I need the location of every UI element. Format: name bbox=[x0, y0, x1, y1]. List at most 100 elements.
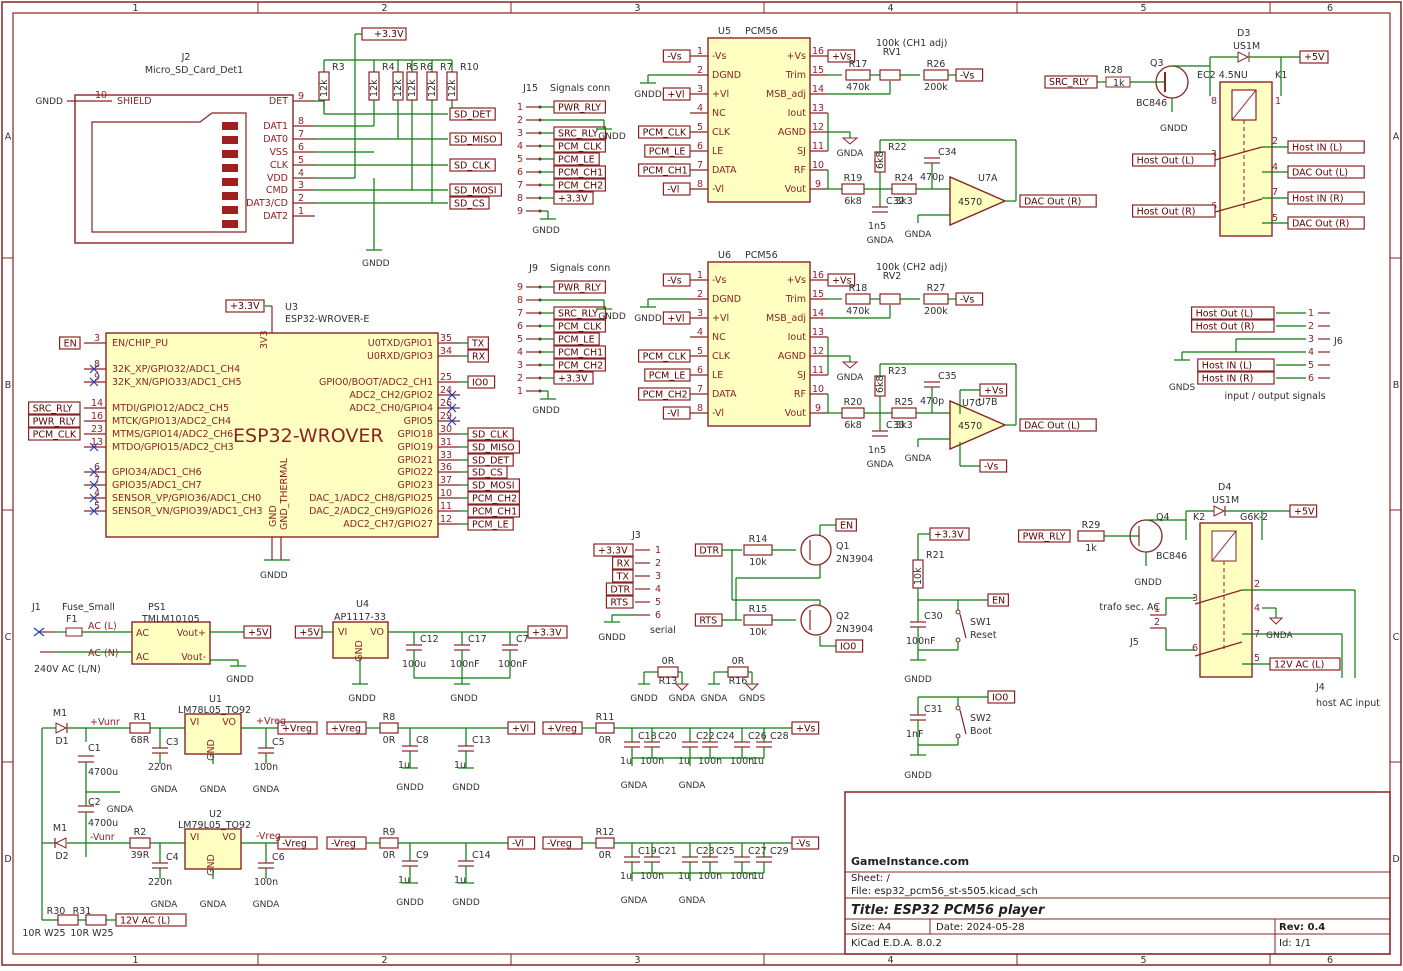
j3-label-4-flag bbox=[605, 595, 634, 609]
dac1-body bbox=[707, 37, 811, 203]
col-label-top: 4 bbox=[887, 3, 893, 14]
dac1-right-name: SJ bbox=[797, 146, 806, 157]
supply-filters: +VregR80R+VlC81uGNDDC131uGNDD-VregR90R-V… bbox=[326, 712, 820, 908]
dac1-right-num: 9 bbox=[815, 179, 821, 190]
dac2-r22-value: 6k8 bbox=[875, 375, 886, 393]
ar-en: EN bbox=[840, 521, 853, 532]
boot-sw-val: Boot bbox=[970, 726, 992, 737]
c2-val: 4700u bbox=[88, 818, 118, 829]
dac2-right-num: 12 bbox=[812, 346, 824, 357]
j3-pin-num: 3 bbox=[655, 571, 661, 582]
reg_neg-cin-value: 220n bbox=[148, 877, 172, 888]
dac1-agnd2: GNDA bbox=[867, 236, 894, 246]
esp32-value: ESP32-WROVER-E bbox=[285, 314, 369, 325]
dac2-agnd2: GNDA bbox=[867, 460, 894, 470]
k1-pin-5: 5 bbox=[1272, 213, 1278, 224]
j9-ref: J9 bbox=[528, 263, 538, 274]
j6-ref: J6 bbox=[1333, 336, 1343, 347]
sd-gnd-bottom: GNDD bbox=[362, 259, 390, 269]
dac1-left-label-2-flag bbox=[662, 87, 691, 101]
dac1-left-name: CLK bbox=[712, 127, 731, 138]
esp-left-pin-name: GPIO35/ADC1_CH7 bbox=[112, 480, 202, 491]
esp-left-pin-num: 16 bbox=[91, 411, 103, 422]
dac2-rout-body bbox=[923, 293, 949, 305]
esp-right-pin-num: 30 bbox=[440, 424, 452, 435]
ldo-gnd2: GNDD bbox=[348, 694, 376, 704]
j9-label-5: PCM_CH1 bbox=[558, 348, 603, 359]
row-label-left: A bbox=[5, 132, 12, 143]
dac2-right-num: 9 bbox=[815, 403, 821, 414]
filt_nvl-gnd1: GNDD bbox=[452, 898, 480, 908]
dac2-left-label-5-flag bbox=[644, 368, 691, 382]
filt_vl-out-flag bbox=[507, 721, 536, 735]
dac2-left-label-7-flag bbox=[662, 406, 691, 420]
dac1-rtrim-value: 470k bbox=[846, 82, 870, 93]
dac2-dgnd: GNDD bbox=[634, 314, 662, 324]
sheet-title: Title: ESP32 PCM56 player bbox=[851, 903, 1046, 918]
esp-right-pin-num: 31 bbox=[440, 437, 452, 448]
esp-left-pin-num: 4 bbox=[94, 488, 100, 499]
dac1-left-label-5: PCM_LE bbox=[649, 147, 686, 158]
diode-d4-ref: D4 bbox=[1218, 482, 1231, 493]
esp-right-pin-num: 37 bbox=[440, 475, 452, 486]
esp-left-pin-num: 5 bbox=[94, 501, 100, 512]
filt_nvl-out: -Vl bbox=[512, 839, 524, 850]
diode-d4-body bbox=[1213, 505, 1226, 517]
dac1-right-name: Iout bbox=[788, 108, 807, 119]
j3-label-3: DTR bbox=[610, 585, 630, 596]
j15-title: Signals conn bbox=[550, 83, 610, 94]
esp-left-pin-num: 3 bbox=[94, 333, 100, 344]
j5-pin1: 1 bbox=[1154, 604, 1160, 615]
relay-k2-contact1 bbox=[1194, 589, 1243, 605]
psu-in1: AC bbox=[136, 628, 149, 639]
dac2-left-label-0-flag bbox=[662, 273, 691, 287]
gndlink-b-1: GNDS bbox=[739, 694, 766, 704]
k1-host-out-r: Host Out (R) bbox=[1137, 207, 1196, 218]
kicad-version: KiCad E.D.A. 8.0.2 bbox=[851, 938, 942, 949]
reg_neg-cin-ref: C4 bbox=[166, 852, 179, 863]
gndlink-ref-0: R13 bbox=[659, 676, 678, 687]
j9-pin-num: 7 bbox=[517, 308, 523, 319]
ldo-value: AP1117-33 bbox=[334, 612, 386, 623]
dac2-rv-value: 100k (CH2 adj) bbox=[876, 262, 947, 273]
boot-sw-contact2 bbox=[955, 733, 961, 739]
filt_vl-out: +Vl bbox=[512, 724, 529, 735]
dac1-r19-body bbox=[841, 183, 865, 195]
filt_nvs-cap0-ref: C19 bbox=[638, 846, 657, 857]
j9-label-7-flag bbox=[553, 371, 594, 385]
relay-k2-ref: K2 bbox=[1193, 512, 1205, 523]
esp-left-pin-name: 32K_XN/GPIO33/ADC1_CH5 bbox=[112, 377, 242, 388]
boot-io0: IO0 bbox=[992, 693, 1008, 704]
ar-r15-ref: R15 bbox=[749, 604, 768, 615]
dac1-r19-ref: R19 bbox=[844, 173, 863, 184]
reg_pos-vi: VI bbox=[190, 717, 199, 728]
psu-in2: AC bbox=[136, 652, 149, 663]
gndlink-a-0: GNDD bbox=[630, 694, 658, 704]
filt_vs-cap4-value: 100n bbox=[730, 756, 754, 767]
k1-pin-7: 7 bbox=[1272, 187, 1278, 198]
ar-io0: IO0 bbox=[840, 642, 856, 653]
dac1-left-label-2: +Vl bbox=[667, 90, 684, 101]
j3-label-2: TX bbox=[616, 572, 630, 583]
sheet-date: Date: 2024-05-28 bbox=[936, 922, 1025, 933]
relay-k2-input: PWR_RLY bbox=[1023, 532, 1066, 543]
row-label-left: C bbox=[5, 632, 12, 643]
j15-label-3: PCM_CLK bbox=[558, 142, 602, 153]
j3-label-0: +3.3V bbox=[598, 546, 628, 557]
dac2-left-label-4: PCM_CLK bbox=[643, 352, 687, 363]
esp-left-pin-num: 14 bbox=[91, 398, 103, 409]
sd-pullup-1-value: 12k bbox=[369, 79, 380, 97]
reg_pos-diode bbox=[55, 722, 68, 734]
dac1-right-num: 11 bbox=[812, 141, 824, 152]
ldo-cap-2-value: 100nF bbox=[498, 659, 528, 670]
esp-right-pin-name: GPIO5 bbox=[404, 416, 433, 427]
filt_nvl-r-value: 0R bbox=[383, 850, 396, 861]
j3-label-0-flag bbox=[593, 543, 634, 557]
j15-label-2: SRC_RLY bbox=[558, 129, 598, 140]
resistor-r29-ref: R29 bbox=[1082, 520, 1101, 531]
j3-pin-num: 6 bbox=[655, 610, 661, 621]
dac2-right-name: Trim bbox=[785, 294, 806, 305]
j15-label-2-flag bbox=[553, 126, 607, 140]
